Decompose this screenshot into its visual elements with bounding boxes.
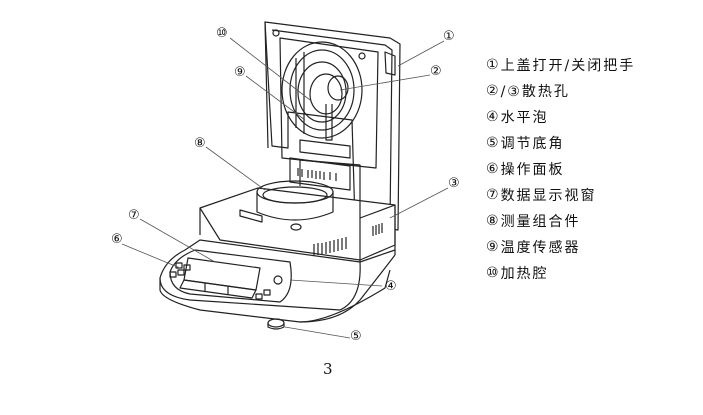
callout-8: ⑧ [194,136,206,151]
legend-label: /③散热孔 [500,84,570,100]
legend-label: 测量组合件 [500,214,581,230]
legend-item: ⑤ 调节底角 [486,130,696,156]
callout-2: ② [430,64,442,79]
leader-lines [121,37,449,339]
adjustable-foot [267,318,285,330]
callout-6: ⑥ [111,232,123,247]
legend-label: 操作面板 [500,162,565,178]
legend-item: ⑦ 数据显示视窗 [486,182,696,208]
lid [264,21,401,231]
measuring-assembly [239,180,334,231]
legend-item: ⑥ 操作面板 [486,156,696,182]
heating-chamber [281,41,363,159]
legend-number: ① [486,57,499,73]
legend-number: ④ [486,109,499,125]
legend-item: ④ 水平泡 [486,104,696,130]
callout-4: ④ [385,279,397,294]
legend-label: 加热腔 [500,266,549,282]
page-number: 3 [323,360,333,378]
legend-number: ⑤ [486,135,499,151]
legend-item: ⑧ 测量组合件 [486,208,696,234]
legend-label: 上盖打开/关闭把手 [500,58,636,74]
legend-item: ⑨ 温度传感器 [486,234,696,260]
callout-9: ⑨ [234,65,246,80]
callout-3: ③ [448,176,460,191]
callout-5: ⑤ [350,329,362,344]
legend-number: ⑩ [486,265,499,281]
legend-item: ⑩ 加热腔 [486,260,696,286]
legend-label: 数据显示视窗 [500,188,597,204]
front-panel [159,239,396,323]
legend-number: ⑦ [486,187,499,203]
legend-label: 调节底角 [500,136,565,152]
legend-label: 水平泡 [500,110,549,126]
legend-number: ⑧ [486,213,499,229]
callout-7: ⑦ [128,208,140,223]
callout-10: ⑩ [216,26,228,41]
legend-number: ⑨ [486,239,499,255]
lid-vents [289,157,351,191]
component-legend: ① 上盖打开/关闭把手 ② /③散热孔 ④ 水平泡 ⑤ 调节底角 ⑥ 操作面板 … [486,52,696,286]
legend-item: ① 上盖打开/关闭把手 [486,52,696,78]
legend-number: ② [486,83,499,99]
legend-item: ② /③散热孔 [486,78,696,104]
callout-1: ① [443,29,455,44]
legend-number: ⑥ [486,161,499,177]
legend-label: 温度传感器 [500,240,581,256]
